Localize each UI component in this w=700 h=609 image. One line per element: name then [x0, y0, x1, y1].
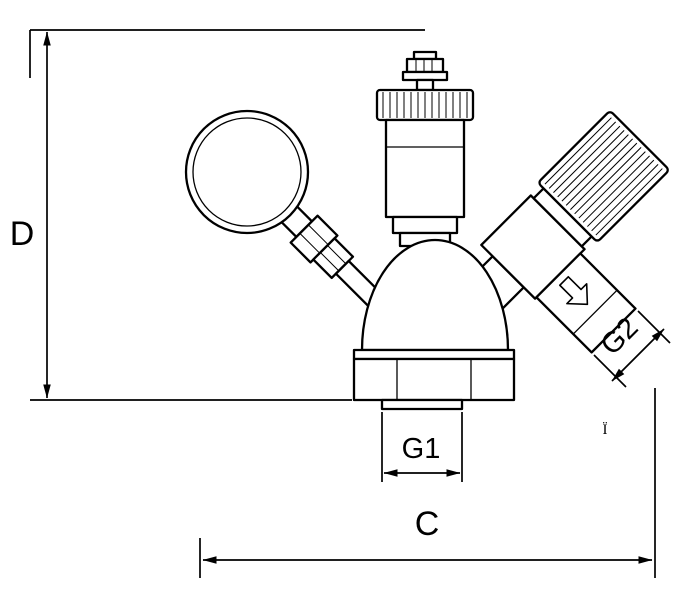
hex-nut: [352, 357, 516, 402]
dimension-d-label: D: [10, 215, 35, 253]
dimension-g2-extension-upper: [637, 310, 671, 344]
vent-cap-knurling: [382, 92, 468, 118]
dimension-g1-label: G1: [402, 433, 441, 465]
dimension-d: D: [10, 29, 425, 401]
body-flange: [352, 348, 516, 361]
vent-stem: [415, 78, 435, 92]
gauge-union-facet-lines: [320, 245, 347, 272]
flow-direction-arrow-icon: [559, 275, 589, 306]
vent-body: [384, 118, 466, 219]
pressure-gauge: [184, 109, 310, 235]
body-dome: [360, 238, 510, 352]
dimension-c-label: C: [415, 505, 440, 543]
gauge-inner-ring: [192, 117, 302, 227]
vent-screw-flange: [401, 70, 449, 82]
hex-nut-facet-lines: [396, 359, 472, 400]
union-hex-nut: [352, 357, 516, 411]
automatic-air-vent: [375, 50, 475, 248]
dimension-g2-extension-lower: [593, 354, 627, 388]
gauge-hex-facet-lines: [299, 224, 329, 254]
annotation-mark: Ï: [603, 421, 608, 438]
safety-valve-outlet-seam: [572, 289, 618, 335]
vent-screw-ridges: [415, 59, 433, 72]
gauge-outer-ring: [184, 109, 310, 235]
dimension-g2-line: [611, 328, 665, 382]
bottom-tailpiece: [380, 398, 464, 411]
dimension-c: C: [199, 388, 656, 578]
dimension-g1: G1: [381, 412, 463, 482]
vent-bleed-screw: [405, 57, 445, 74]
safety-valve-cap-knurling: [544, 117, 663, 236]
vent-neck: [391, 215, 459, 235]
